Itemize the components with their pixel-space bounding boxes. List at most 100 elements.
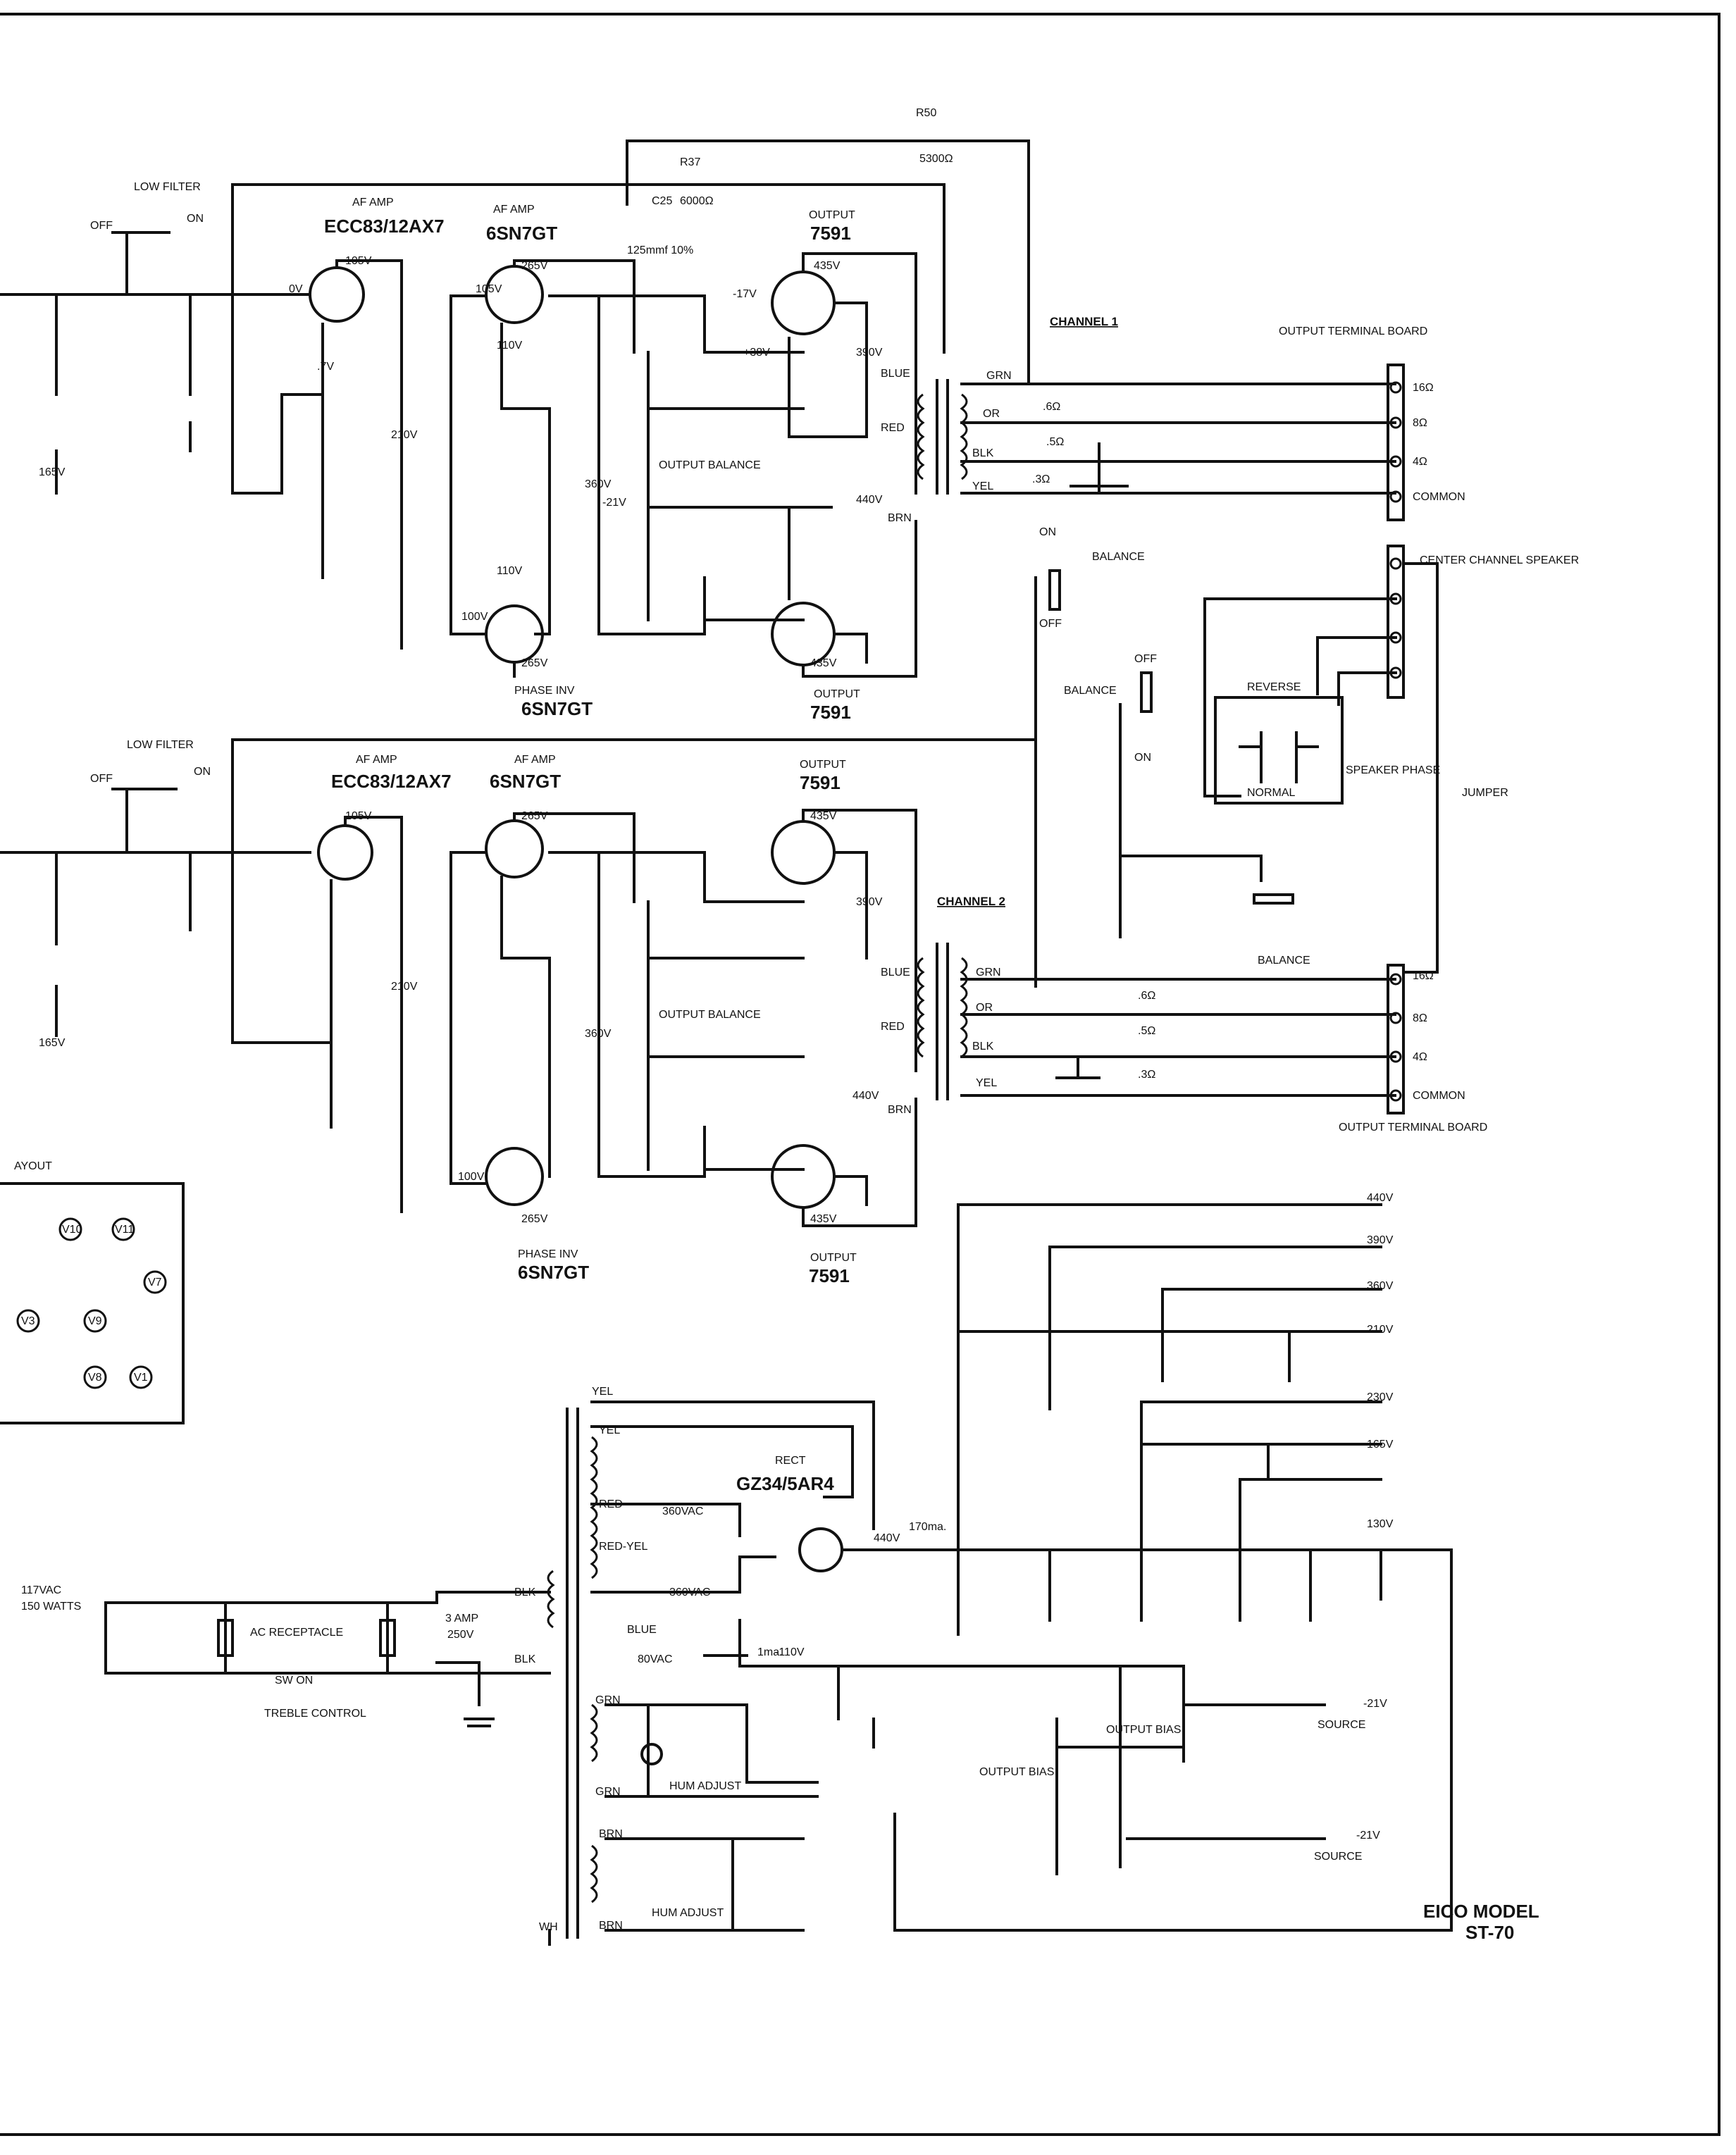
- res-03-a: .3Ω: [1032, 473, 1050, 485]
- tube-v3a: [309, 266, 365, 323]
- wire-yel-2: YEL: [976, 1077, 997, 1089]
- tube-v11: [771, 1144, 836, 1209]
- layout-tube-symbols: [16, 1217, 167, 1389]
- tube-v9b: [485, 1147, 544, 1206]
- voltage-0v-a: 0V: [289, 283, 303, 295]
- v9b-type: 6SN7GT: [518, 1262, 589, 1283]
- v12-role: RECT: [775, 1455, 806, 1467]
- supply-tap-130: 130V: [1367, 1518, 1394, 1530]
- supply-tap-390: 390V: [1367, 1234, 1394, 1246]
- output-terminal-board-1: [1387, 364, 1405, 521]
- layout-v9: V9: [88, 1315, 102, 1327]
- mains-label: 117VAC: [21, 1584, 61, 1596]
- res-06-b: .6Ω: [1138, 990, 1155, 1002]
- v4b-type: 6SN7GT: [521, 698, 593, 719]
- voltage-265-d: 265V: [521, 810, 548, 822]
- voltage-110-a: 110V: [497, 340, 523, 352]
- on-label-1: ON: [187, 213, 204, 225]
- speaker-phase-switch: [1034, 569, 1344, 988]
- voltage-100-b: 100V: [458, 1171, 485, 1183]
- ac-receptacle-label: AC RECEPTACLE: [250, 1627, 343, 1639]
- off-label-1: OFF: [90, 220, 113, 232]
- voltage-265-c: 265V: [521, 657, 548, 669]
- v9a-type: 6SN7GT: [490, 771, 561, 792]
- tap-4-b: 4Ω: [1413, 1051, 1427, 1063]
- v3b-type: ECC83/12AX7: [331, 771, 452, 792]
- channel-2-label: CHANNEL 2: [937, 895, 1005, 908]
- c25-ref: C25: [652, 195, 672, 207]
- tap-16-b: 16Ω: [1413, 970, 1434, 982]
- v3b-role: AF AMP: [356, 754, 397, 766]
- balance-label-2: BALANCE: [1064, 685, 1117, 697]
- voltage-440-a: 440V: [856, 494, 883, 506]
- on-label-4: ON: [1134, 752, 1151, 764]
- output-terminal-board-label-2: OUTPUT TERMINAL BOARD: [1339, 1122, 1487, 1134]
- wire-yel-1: YEL: [972, 480, 993, 492]
- center-channel-label: CENTER CHANNEL SPEAKER: [1420, 554, 1579, 566]
- layout-v7: V7: [148, 1277, 162, 1288]
- v5-role: OUTPUT: [809, 209, 855, 221]
- center-channel-board: [1387, 545, 1405, 699]
- wire-blk-2: BLK: [972, 1041, 994, 1052]
- voltage-440-b: 440V: [852, 1090, 879, 1102]
- pt-wire-brn-1: BRN: [599, 1828, 623, 1840]
- watts-label: 150 WATTS: [21, 1601, 81, 1613]
- supply-tap-165: 165V: [1367, 1439, 1394, 1451]
- tap-8-b: 8Ω: [1413, 1012, 1427, 1024]
- wire-blue-1: BLUE: [881, 368, 910, 380]
- voltage-105-b: 105V: [476, 283, 502, 295]
- voltage-435-e: 435V: [810, 1213, 837, 1225]
- off-label-2: OFF: [90, 773, 113, 785]
- tube-layout-box: [0, 1182, 185, 1424]
- v3a-type: ECC83/12AX7: [324, 216, 445, 237]
- v6-role: OUTPUT: [814, 688, 860, 700]
- low-filter-label-1: LOW FILTER: [134, 181, 201, 193]
- v9a-role: AF AMP: [514, 754, 556, 766]
- layout-v11: V11: [115, 1224, 134, 1236]
- low-filter-label-2: LOW FILTER: [127, 739, 194, 751]
- tube-v5: [771, 271, 836, 335]
- tap-8-a: 8Ω: [1413, 417, 1427, 429]
- jumper-label: JUMPER: [1462, 787, 1508, 799]
- voltage-390-b: 390V: [856, 896, 883, 908]
- layout-label: AYOUT: [14, 1160, 52, 1172]
- page-border: [0, 13, 1720, 2136]
- on-label-3: ON: [1039, 526, 1056, 538]
- voltage-360ac-b: 360VAC: [669, 1586, 710, 1598]
- v4a-type: 6SN7GT: [486, 223, 557, 244]
- voltage-440-c: 440V: [874, 1532, 900, 1544]
- off-label-4: OFF: [1134, 653, 1157, 665]
- supply-tap-m21-a: -21V: [1363, 1698, 1387, 1710]
- supply-tap-440: 440V: [1367, 1192, 1394, 1204]
- voltage-p38-a: +38V: [743, 347, 770, 359]
- voltage-360ac-a: 360VAC: [662, 1505, 703, 1517]
- output-bias-label-2: OUTPUT BIAS: [979, 1766, 1054, 1778]
- voltage-07-a: .7V: [317, 361, 334, 373]
- treble-control-label: TREBLE CONTROL: [264, 1708, 366, 1720]
- fuse-label: 3 AMP: [445, 1613, 478, 1625]
- voltage-435-c: 435V: [810, 657, 837, 669]
- voltage-165-b: 165V: [39, 1037, 66, 1049]
- voltage-435-a: 435V: [814, 260, 841, 272]
- layout-v1: V1: [134, 1372, 148, 1384]
- model-line-2: ST-70: [1465, 1922, 1514, 1943]
- voltage-100-a: 100V: [461, 611, 488, 623]
- v10-role: OUTPUT: [800, 759, 846, 771]
- voltage-265-a: 265V: [521, 260, 548, 272]
- pt-wire-redyel: RED-YEL: [599, 1541, 647, 1553]
- v11-role: OUTPUT: [810, 1252, 857, 1264]
- v10-type: 7591: [800, 772, 841, 793]
- pt-wire-grn-1: GRN: [595, 1694, 621, 1706]
- tap-4-a: 4Ω: [1413, 456, 1427, 468]
- pt-wire-brn-2: BRN: [599, 1920, 623, 1932]
- pt-wire-grn-2: GRN: [595, 1786, 621, 1798]
- c25-value: 125mmf 10%: [627, 244, 693, 256]
- voltage-435-d: 435V: [810, 810, 837, 822]
- voltage-210-a: 210V: [391, 429, 418, 441]
- pt-wire-blk-1: BLK: [514, 1586, 536, 1598]
- voltage-110-c: 110V: [497, 565, 523, 577]
- layout-v10: V10: [62, 1224, 82, 1236]
- power-supply: [104, 1203, 1453, 1946]
- wire-grn-1: GRN: [986, 370, 1012, 382]
